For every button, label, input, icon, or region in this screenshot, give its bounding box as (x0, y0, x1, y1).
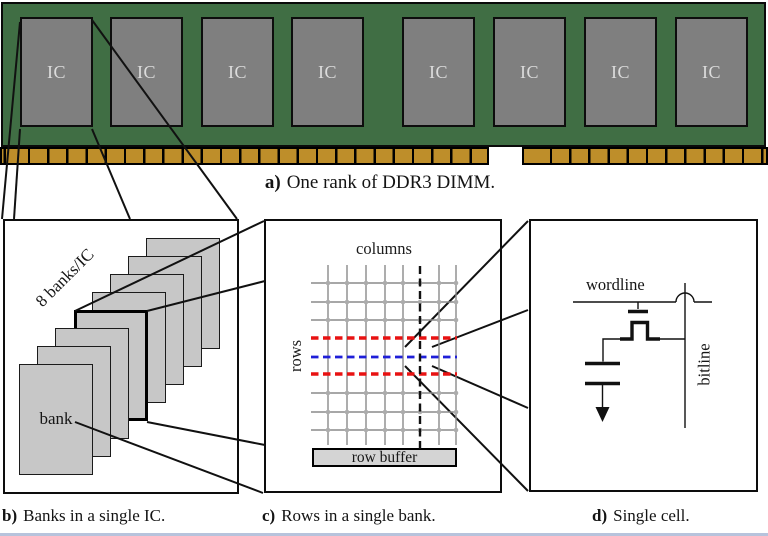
caption-b-text: Banks in a single IC. (23, 506, 166, 525)
row-buffer: row buffer (312, 448, 457, 467)
bank-rect-front: bank (19, 364, 93, 475)
dimm-pins-right (522, 147, 768, 165)
caption-b-prefix: b) (2, 506, 18, 525)
columns-axis-label: columns (356, 239, 412, 258)
ic-label: IC (611, 61, 630, 82)
caption-panel-b: b) Banks in a single IC. (2, 506, 165, 526)
ic-label: IC (47, 61, 66, 82)
bank-label: bank (39, 409, 73, 428)
caption-panel-d: d) Single cell. (592, 506, 690, 526)
rows-axis-label: rows (286, 339, 305, 373)
caption-d-text: Single cell. (613, 506, 690, 525)
ic-chip-6: IC (493, 17, 566, 127)
ic-chip-4: IC (291, 17, 364, 127)
caption-d-prefix: d) (592, 506, 608, 525)
caption-a-prefix: a) (264, 172, 281, 193)
panel-single-cell (529, 219, 758, 492)
caption-c-text: Rows in a single bank. (281, 506, 436, 525)
ic-chip-8: IC (675, 17, 748, 127)
caption-panel-a: a)One rank of DDR3 DIMM. (180, 172, 580, 194)
dimm-pins-left (0, 147, 489, 165)
ic-label: IC (228, 61, 247, 82)
caption-c-prefix: c) (262, 506, 276, 525)
ic-label: IC (702, 61, 721, 82)
wordline-label: wordline (586, 275, 645, 294)
ic-label: IC (137, 61, 156, 82)
ic-label: IC (429, 61, 448, 82)
caption-a-text: One rank of DDR3 DIMM. (286, 172, 496, 193)
ic-chip-1: IC (20, 17, 93, 127)
screenshot-bottom-edge (0, 533, 768, 536)
caption-panel-c: c) Rows in a single bank. (262, 506, 436, 526)
ic-chip-7: IC (584, 17, 657, 127)
ic-label: IC (318, 61, 337, 82)
bitline-label: bitline (694, 343, 714, 386)
ic-chip-2: IC (110, 17, 183, 127)
ic-label: IC (520, 61, 539, 82)
ic-chip-5: IC (402, 17, 475, 127)
ic-chip-3: IC (201, 17, 274, 127)
